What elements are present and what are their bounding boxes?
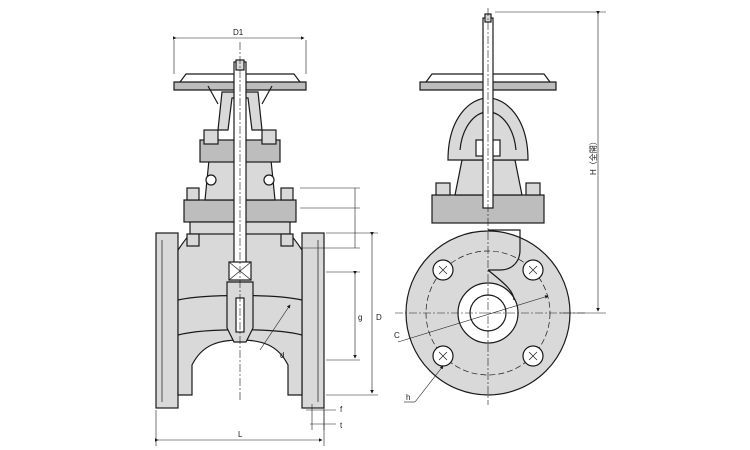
label-t: t bbox=[340, 421, 343, 430]
label-f: f bbox=[340, 405, 343, 414]
label-g: g bbox=[358, 313, 362, 322]
side-view bbox=[395, 8, 585, 405]
bolt-holes bbox=[432, 259, 544, 367]
label-d-outer: D bbox=[376, 313, 382, 322]
label-d1: D1 bbox=[233, 28, 244, 37]
dimensions bbox=[155, 11, 606, 446]
label-h-full: H（全開） bbox=[588, 137, 598, 175]
left-flange bbox=[155, 232, 179, 409]
label-c: C bbox=[394, 331, 400, 340]
right-flange bbox=[301, 232, 325, 409]
front-view bbox=[155, 42, 325, 409]
label-d-inner: d bbox=[280, 351, 284, 360]
label-l: L bbox=[238, 430, 243, 439]
label-h: h bbox=[406, 393, 410, 402]
